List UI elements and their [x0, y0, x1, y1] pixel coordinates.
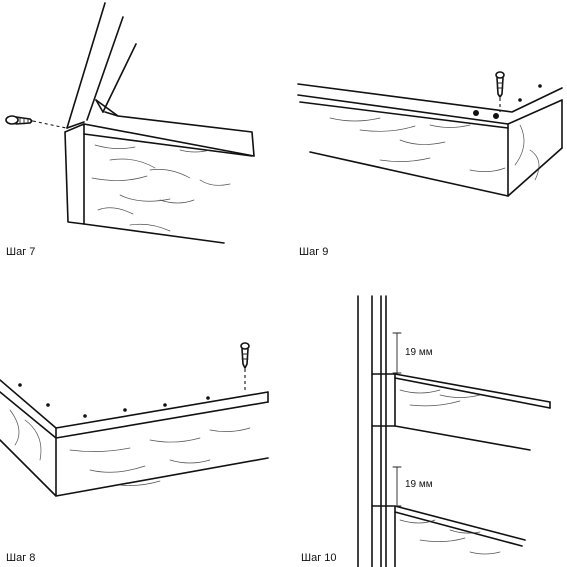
dimension-marker — [392, 332, 402, 374]
step-7-board-top-edge — [83, 123, 255, 157]
dimension-label: 19 мм — [405, 479, 433, 490]
screw-icon — [5, 115, 33, 125]
step-9-label: Шаг 9 — [299, 246, 329, 258]
hole-marker — [493, 113, 499, 119]
dimension-marker — [392, 466, 402, 507]
dimension-label: 19 мм — [405, 347, 433, 358]
screw-icon — [495, 71, 505, 98]
step-7-board-edge — [66, 2, 106, 129]
step-9-top-edge — [297, 83, 563, 113]
step-10-label: Шаг 10 — [301, 552, 337, 564]
step-7-board-bottom-edge — [83, 223, 225, 244]
step-7-board-edge — [102, 43, 137, 113]
screw-icon — [240, 342, 250, 369]
step-7-board-edge — [86, 16, 124, 121]
step-8-label: Шаг 8 — [6, 552, 36, 564]
step-7-label: Шаг 7 — [6, 246, 36, 258]
hole-marker — [473, 110, 479, 116]
